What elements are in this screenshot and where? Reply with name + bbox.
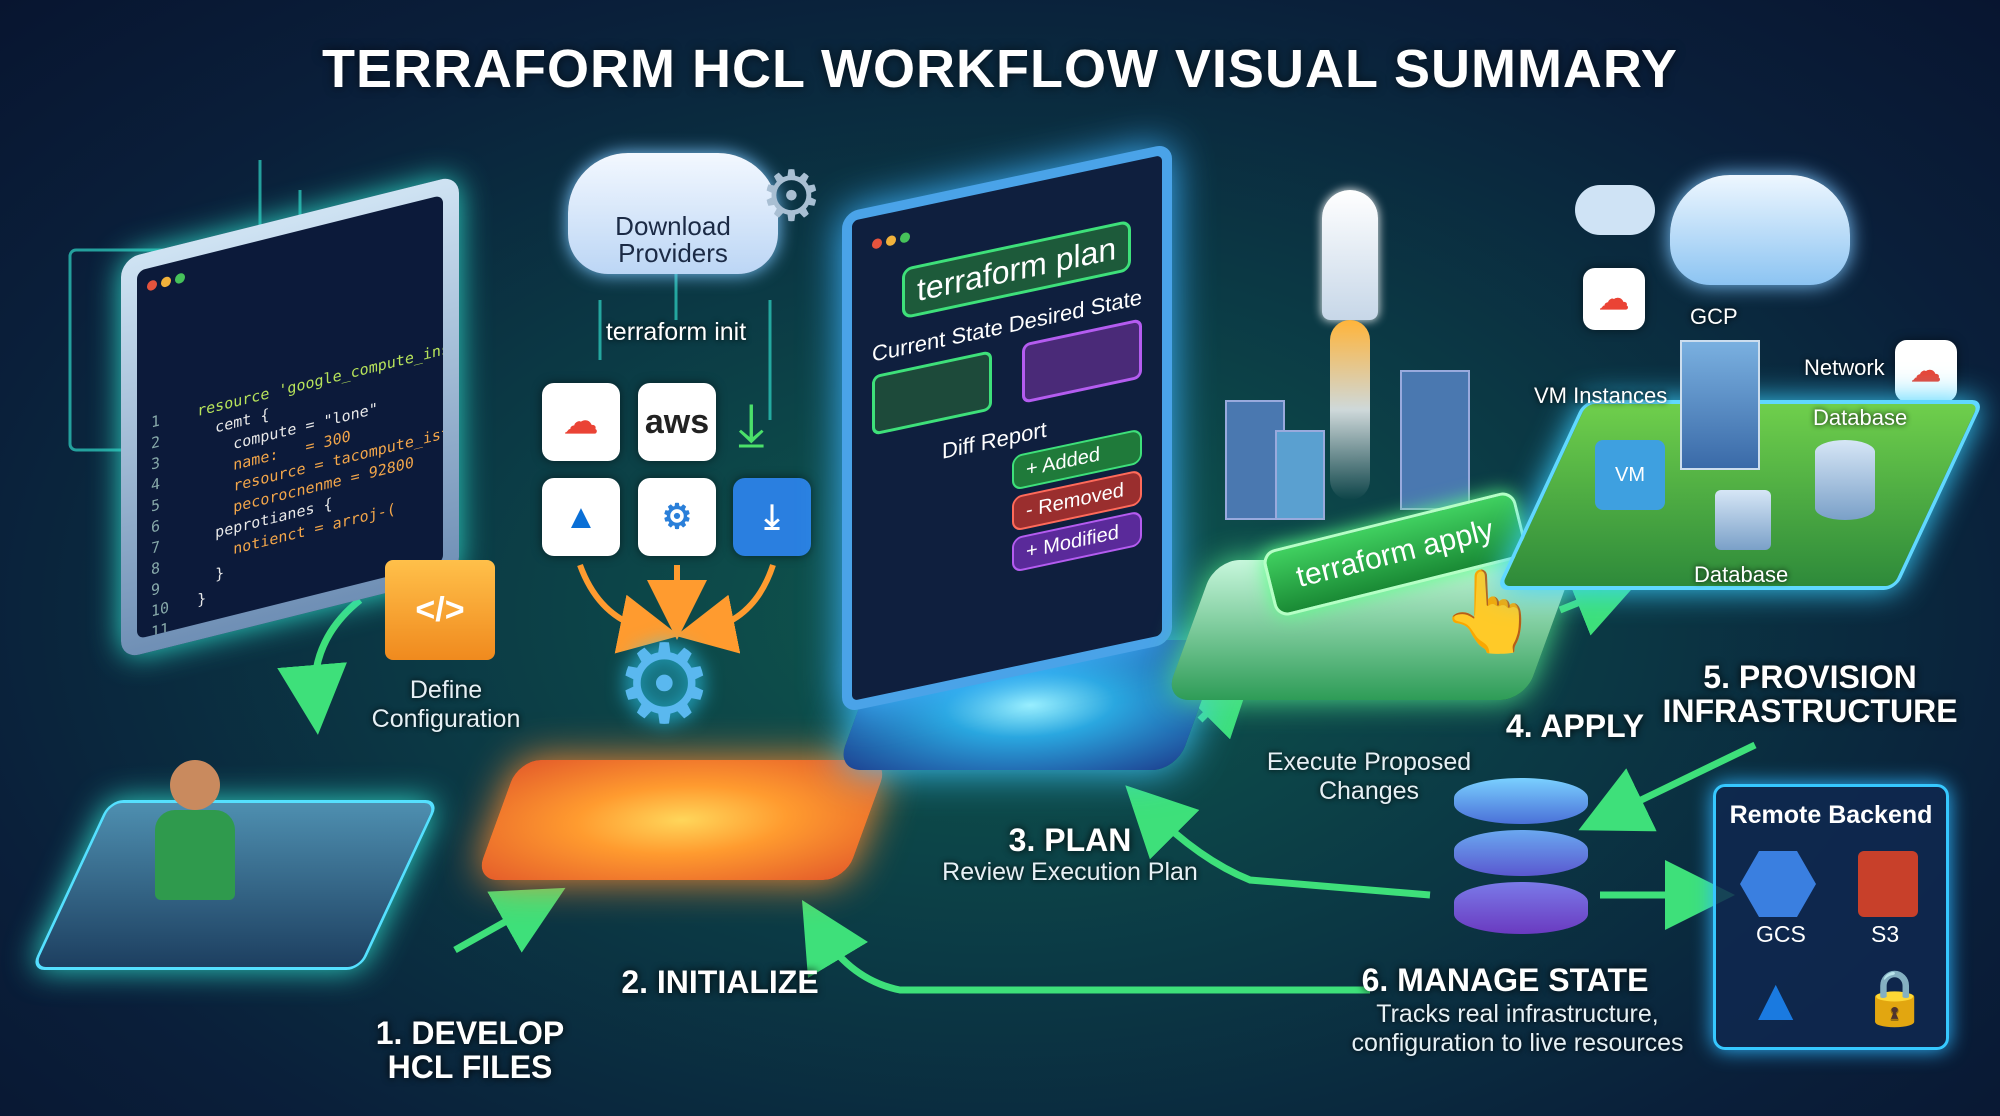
- gcp-icon: ☁: [1895, 340, 1957, 402]
- arrow-state-to-plan: [1125, 785, 1431, 899]
- s3-label: S3: [1871, 921, 1900, 947]
- apply-description: Execute Proposed Changes: [1266, 748, 1472, 805]
- step-6-label: 6. MANAGE STATE: [1361, 962, 1649, 998]
- database-label: Database: [1813, 405, 1908, 430]
- state-database-icon: [1454, 778, 1588, 938]
- building-icon: [1275, 430, 1325, 520]
- rocket-exhaust: [1330, 320, 1370, 500]
- vm-instances-label: VM Instances: [1534, 383, 1668, 408]
- arrow-state-to-init: [801, 899, 1370, 994]
- arrow-apply-to-provision: [1558, 570, 1643, 636]
- arrow-develop-to-init: [453, 887, 566, 954]
- arrow-provision-to-state: [1578, 741, 1757, 832]
- network-label: Network: [1804, 355, 1885, 380]
- step-3-label: 3. PLAN: [1008, 822, 1132, 858]
- step-4-label: 4. APPLY: [1505, 708, 1645, 744]
- terraform-init-label: terraform init: [605, 318, 747, 346]
- database-icon: [1815, 440, 1875, 520]
- remote-backend-panel: Remote Backend GCS S3 ▲ 🔒: [1713, 784, 1949, 1050]
- azure-provider-icon: ▲: [542, 478, 620, 556]
- step-2-label: 2. INITIALIZE: [621, 964, 819, 1000]
- download-providers-cloud: Download Providers: [568, 153, 778, 274]
- arrow-config-loop: [277, 597, 363, 735]
- init-gears-icon: ⚙: [615, 623, 714, 746]
- rocket-icon: [1322, 190, 1378, 320]
- developer-body: [155, 810, 235, 900]
- azure-icon: ▲: [1746, 966, 1806, 1033]
- config-folder-icon: </>: [385, 560, 495, 660]
- s3-icon: [1858, 851, 1918, 917]
- step-5-label: 5. PROVISION INFRASTRUCTURE: [1662, 659, 1958, 729]
- plan-screen: terraform plan Current State Desired Sta…: [842, 142, 1172, 714]
- cloud-icon: [1575, 185, 1655, 235]
- gcs-icon: [1740, 851, 1816, 917]
- gcp-label: GCP: [1690, 304, 1738, 329]
- gear-icon: ⚙: [760, 157, 823, 235]
- download-icon: ⤓: [733, 478, 811, 556]
- state-description: Tracks real infrastructure, configuratio…: [1351, 1000, 1684, 1057]
- server-rack-icon: [1400, 370, 1470, 510]
- cloud-icon: [1670, 175, 1850, 285]
- gcp-icon: ☁: [1583, 268, 1645, 330]
- cloud-gear-provider-icon: ⚙: [638, 478, 716, 556]
- define-configuration-label: Define Configuration: [371, 676, 521, 733]
- step-1-label: 1. DEVELOP HCL FILES: [375, 1015, 565, 1085]
- gcs-label: GCS: [1756, 921, 1806, 947]
- server-tower-icon: [1680, 340, 1760, 470]
- remote-backend-title: Remote Backend: [1729, 801, 1933, 829]
- aws-provider-icon: aws: [638, 383, 716, 461]
- initialize-platform: [475, 760, 889, 880]
- vm-instance-icon: VM: [1595, 440, 1665, 510]
- database-icon: [1715, 490, 1771, 550]
- developer-avatar: [170, 760, 220, 810]
- lock-icon: 🔒: [1861, 968, 1929, 1028]
- download-arrow-icon: ⤓: [738, 391, 765, 458]
- window-dots: [147, 266, 189, 297]
- page-title: TERRAFORM HCL WORKFLOW VISUAL SUMMARY: [322, 39, 1678, 99]
- gcp-provider-icon: ☁: [542, 383, 620, 461]
- database-label: Database: [1694, 562, 1789, 587]
- plan-description: Review Execution Plan: [942, 858, 1198, 886]
